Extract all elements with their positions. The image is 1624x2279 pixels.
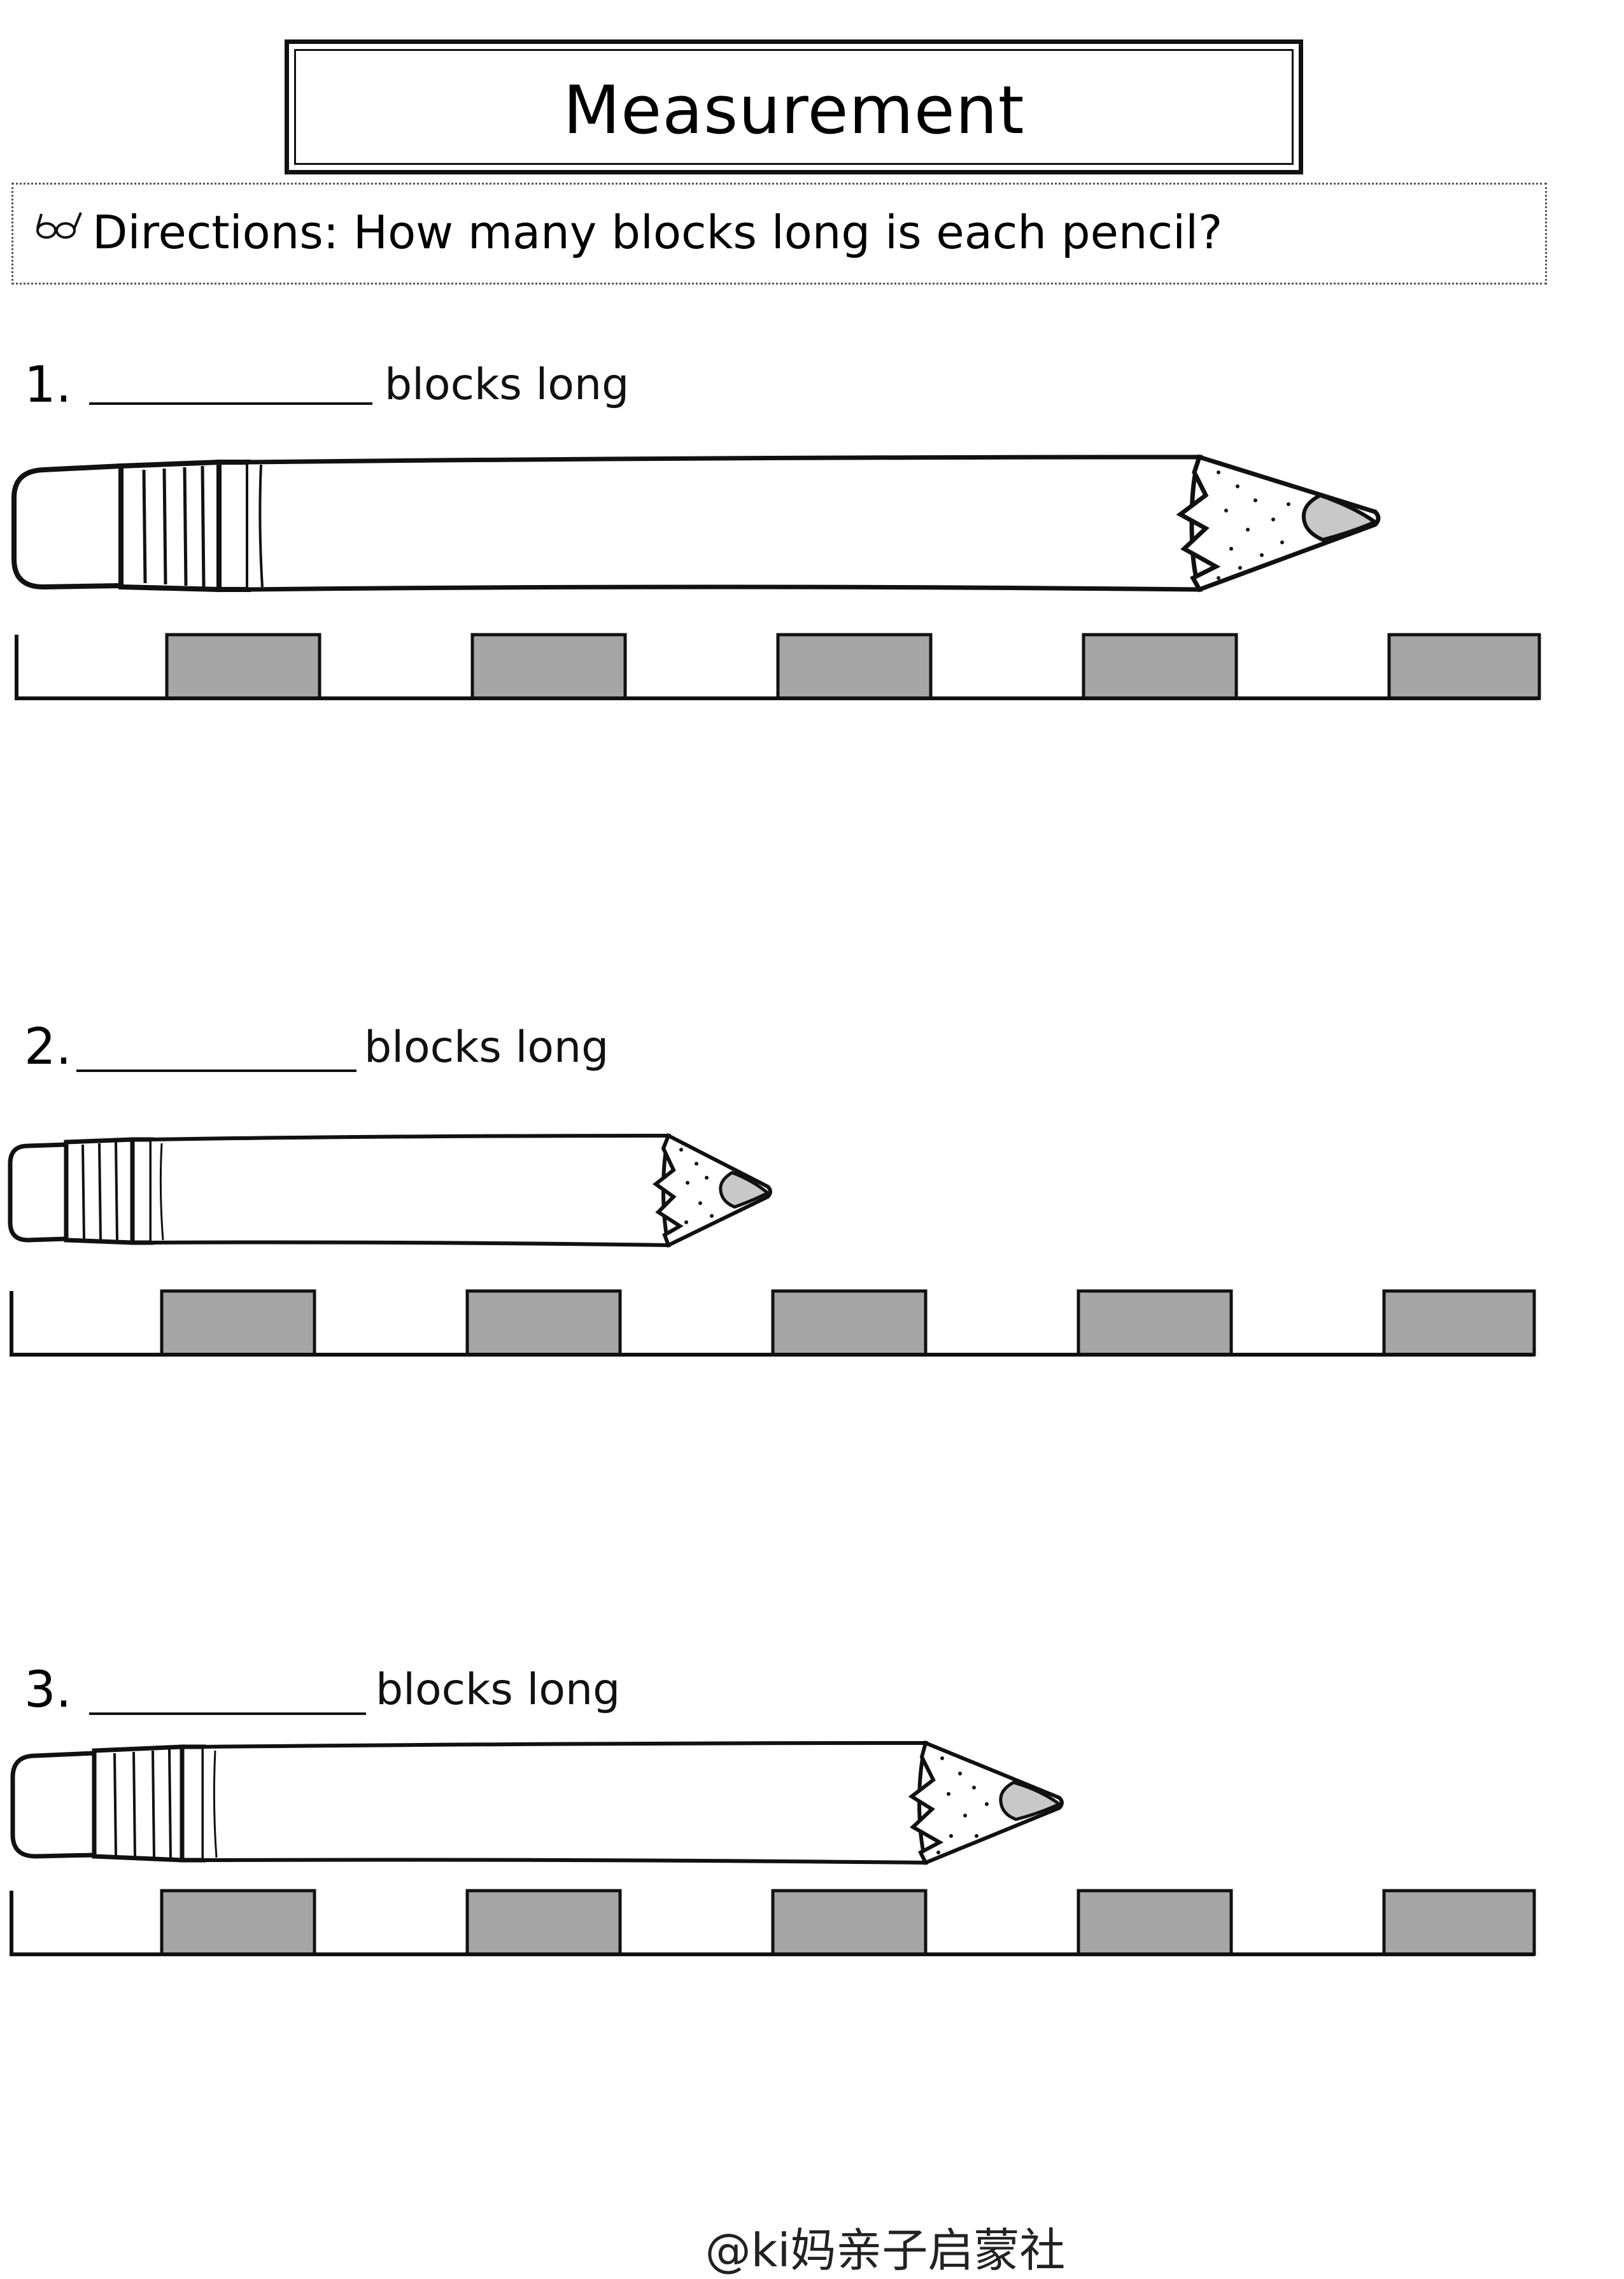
question-3-answer-line[interactable]: [89, 1712, 366, 1715]
question-1-unit-label: blocks long: [385, 360, 630, 410]
ruler-3-blocks: [160, 1889, 1536, 1956]
page-title: Measurement: [563, 71, 1025, 149]
directions-box: Directions: How many blocks long is each…: [11, 183, 1547, 285]
question-3-unit-label: blocks long: [376, 1665, 621, 1715]
pencil-1: [11, 454, 1381, 593]
ruler-1-blocks: [165, 633, 1541, 700]
question-2-answer-line[interactable]: [76, 1069, 357, 1072]
pencil-2: [8, 1133, 772, 1248]
ruler-3: [10, 1889, 1536, 1956]
pencil-3: [10, 1740, 1064, 1865]
question-1-number: 1.: [24, 356, 72, 414]
question-3-number: 3.: [24, 1662, 72, 1719]
glasses-icon: [36, 212, 82, 239]
title-box: Measurement: [285, 39, 1303, 174]
ruler-2: [10, 1289, 1536, 1357]
watermark: @ki妈亲子启蒙社: [705, 2224, 1066, 2277]
question-2-unit-label: blocks long: [364, 1022, 609, 1073]
question-1-answer-line[interactable]: [89, 402, 372, 405]
ruler-1: [15, 633, 1541, 700]
question-2-number: 2.: [24, 1019, 72, 1076]
directions-text: Directions: How many blocks long is each…: [92, 206, 1223, 259]
ruler-2-blocks: [160, 1289, 1536, 1357]
